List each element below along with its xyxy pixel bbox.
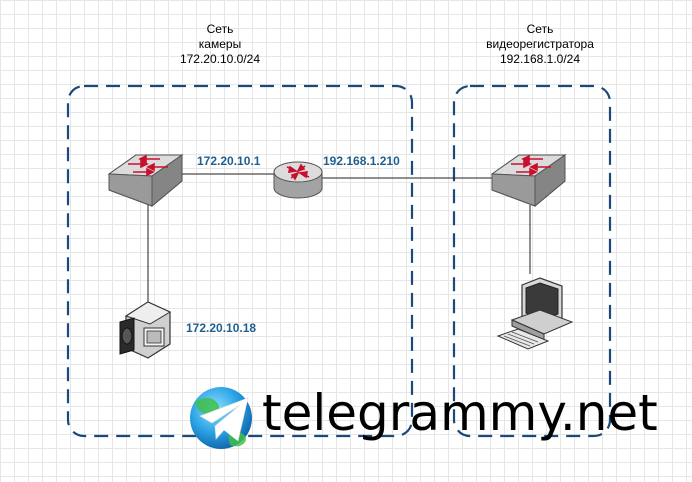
camera-network-subtitle: камеры (198, 37, 242, 51)
switch-icon (490, 154, 567, 208)
camera-network-subnet: 172.20.10.0/24 (179, 52, 261, 66)
computer-icon (496, 277, 574, 350)
router-icon (273, 161, 323, 199)
telegram-logo-icon (190, 387, 252, 449)
dvr-network-title: Сеть (526, 22, 554, 36)
camera-network-zone (66, 84, 414, 438)
video-camera-icon (119, 301, 172, 359)
dvr-network-label: Сеть видеорегистратора 192.168.1.0/24 (470, 22, 610, 67)
camera-network-label: Сеть камеры 172.20.10.0/24 (160, 22, 280, 67)
switch-icon (107, 154, 184, 208)
camera-network-title: Сеть (206, 22, 234, 36)
router-camera-side-address: 172.20.10.1 (197, 154, 261, 168)
camera-address: 172.20.10.18 (186, 321, 257, 335)
dvr-network-subnet: 192.168.1.0/24 (499, 52, 581, 66)
dvr-network-subtitle: видеорегистратора (486, 37, 594, 51)
dvr-network-zone (452, 84, 612, 438)
watermark-text: telegrammy.net (262, 384, 658, 442)
router-dvr-side-address: 192.168.1.210 (323, 154, 400, 168)
